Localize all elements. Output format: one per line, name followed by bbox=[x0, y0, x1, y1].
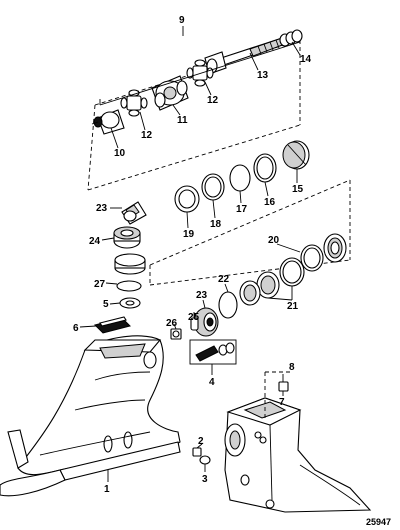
part-input-yoke-10 bbox=[91, 109, 125, 135]
callout-24: 24 bbox=[89, 236, 101, 247]
callout-26: 26 bbox=[166, 318, 178, 329]
callout-7: 7 bbox=[279, 397, 285, 408]
part-bolt-2 bbox=[192, 447, 202, 457]
part-taper-bearing-24 bbox=[113, 226, 141, 249]
part-pinion-gear-23a bbox=[121, 201, 147, 225]
part-pin-25 bbox=[190, 317, 199, 331]
part-nut-26 bbox=[170, 328, 182, 340]
callout-22: 22 bbox=[218, 274, 230, 285]
part-ring-18 bbox=[201, 173, 225, 201]
group-box-bearing-set bbox=[149, 179, 351, 286]
part-bearing-race-15 bbox=[282, 140, 310, 170]
part-ring-20b bbox=[300, 244, 324, 272]
callout-23-lower: 23 bbox=[196, 290, 208, 301]
part-washer-3 bbox=[199, 455, 211, 465]
part-shims-14 bbox=[279, 29, 303, 47]
callout-11: 11 bbox=[177, 115, 188, 126]
callout-20: 20 bbox=[268, 235, 280, 246]
part-ujoint-cross-12b bbox=[120, 89, 148, 117]
part-ring-16 bbox=[253, 153, 277, 183]
callout-17: 17 bbox=[236, 204, 248, 215]
callout-5: 5 bbox=[103, 299, 109, 310]
part-bevel-gear-23b bbox=[193, 307, 219, 337]
callout-14: 14 bbox=[300, 54, 312, 65]
callout-1: 1 bbox=[104, 484, 110, 495]
part-bearing-21c bbox=[239, 280, 261, 306]
callout-4: 4 bbox=[209, 377, 215, 388]
document-number: 25947 bbox=[366, 517, 391, 527]
part-oring-17 bbox=[229, 164, 251, 192]
part-retainer-plate-6 bbox=[94, 316, 131, 334]
callout-18: 18 bbox=[210, 219, 222, 230]
part-oring-27b bbox=[116, 280, 142, 292]
leader-lines bbox=[79, 26, 301, 482]
callout-27: 27 bbox=[94, 279, 106, 290]
callout-25: 25 bbox=[188, 312, 200, 323]
part-bearing-cup-27a bbox=[114, 253, 146, 275]
callout-3: 3 bbox=[202, 474, 208, 485]
part-kit-box-4 bbox=[189, 339, 237, 365]
part-fitting-7-8 bbox=[278, 374, 289, 392]
callout-16: 16 bbox=[264, 197, 276, 208]
callout-12-upper: 12 bbox=[207, 95, 219, 106]
callout-15: 15 bbox=[292, 184, 304, 195]
part-center-yoke-11 bbox=[151, 75, 189, 111]
part-ring-19 bbox=[174, 185, 200, 213]
callout-6: 6 bbox=[73, 323, 79, 334]
part-gear-housing-1 bbox=[0, 335, 181, 497]
callout-8: 8 bbox=[289, 362, 295, 373]
group-box-fitting bbox=[264, 371, 290, 420]
part-oring-22 bbox=[218, 291, 238, 319]
callout-13: 13 bbox=[257, 70, 269, 81]
callout-19: 19 bbox=[183, 229, 195, 240]
callout-9: 9 bbox=[179, 15, 185, 26]
part-bearing-cup-20 bbox=[323, 233, 347, 263]
callout-10: 10 bbox=[114, 148, 126, 159]
part-lower-housing bbox=[224, 397, 372, 513]
callout-23-upper: 23 bbox=[96, 203, 108, 214]
part-washer-5 bbox=[119, 297, 141, 309]
callout-2: 2 bbox=[198, 436, 204, 447]
callout-21: 21 bbox=[287, 301, 299, 312]
callout-12-lower: 12 bbox=[141, 130, 153, 141]
callout-labels: 9 14 13 12 11 12 10 15 17 16 19 18 23 24… bbox=[73, 15, 391, 527]
part-ring-21a bbox=[279, 257, 305, 287]
